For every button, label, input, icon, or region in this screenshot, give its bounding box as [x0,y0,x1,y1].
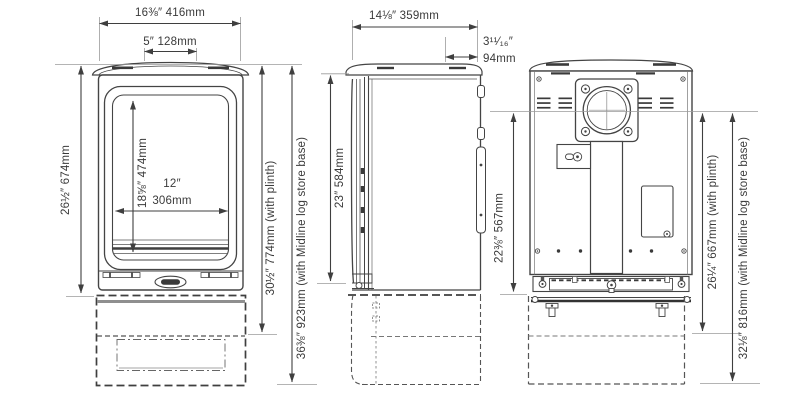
front-view-drawing [91,61,250,387]
dim-side-flue-offset-in: 3¹¹⁄₁₆″ [483,36,513,48]
front-glass-window [111,94,230,261]
side-view-drawing [345,63,486,386]
front-log-store-opening [116,339,226,371]
back-view-drawing [527,59,694,385]
front-view-dimensions: 16⅜″ 416mm 5″ 128mm 26½″ 674mm 18⅝″ 474m… [55,7,317,385]
dim-front-overall-height: 26½″ 674mm [60,145,72,215]
dim-front-glass-height: 18⅝″ 474mm [137,138,149,208]
back-top-vent-slot [653,63,676,66]
dim-front-overall-width: 16⅜″ 416mm [135,7,205,19]
dim-front-height-with-log-store: 36⅜″ 923mm (with Midline log store base) [296,137,308,359]
front-log-store-base-outline [95,294,247,387]
front-bottom-band [98,270,243,289]
back-flue-collar [574,78,639,143]
back-screw-row [534,248,687,254]
back-access-panel [640,185,674,238]
dim-front-glass-width-in: 12″ [163,178,180,190]
dim-back-height-with-log-store: 32⅛″ 816mm (with Midline log store base) [738,137,750,359]
back-vent-slots [537,72,674,109]
side-top-plate [345,63,483,76]
back-base-plate [531,296,691,317]
dim-side-flue-offset-mm: 94mm [483,53,516,65]
side-view-dimensions: 14⅛″ 359mm 3¹¹⁄₁₆″ 94mm 23″ 584mm [317,10,516,284]
front-top-plate [91,61,250,76]
dim-side-body-height: 23″ 584mm [334,148,346,208]
front-top-vent-slot [208,66,229,70]
back-central-duct [589,140,624,275]
front-top-vent-slot [112,66,133,70]
back-top-plate [528,59,694,72]
side-rear-brackets [476,85,486,234]
dim-back-flue-centre-height: 22⅜″ 567mm [494,193,506,263]
dim-front-top-flue-width: 5″ 128mm [143,36,197,48]
dim-side-overall-depth: 14⅛″ 359mm [369,10,439,22]
back-log-store-base-outline [527,296,686,385]
side-door-latch [352,273,374,289]
back-corner-screws [536,76,686,82]
back-top-vent-slot [546,63,569,66]
back-view-dimensions: 22⅜″ 567mm 26¼″ 667mm (with plinth) 32⅛″… [490,111,760,384]
dim-front-glass-width-mm: 306mm [152,195,191,207]
dim-back-height-with-plinth: 26¼″ 667mm (with plinth) [707,155,719,290]
front-door-frame [103,85,238,271]
side-door-profile [350,77,365,288]
side-body [352,75,482,291]
side-top-vent-slot [377,66,394,70]
back-damper-box [556,143,592,170]
side-top-vent-slot [449,66,466,70]
side-log-store-base-outline [348,294,482,386]
dim-front-height-with-plinth: 30½″ 774mm (with plinth) [265,161,277,296]
back-bottom-band [532,275,690,293]
